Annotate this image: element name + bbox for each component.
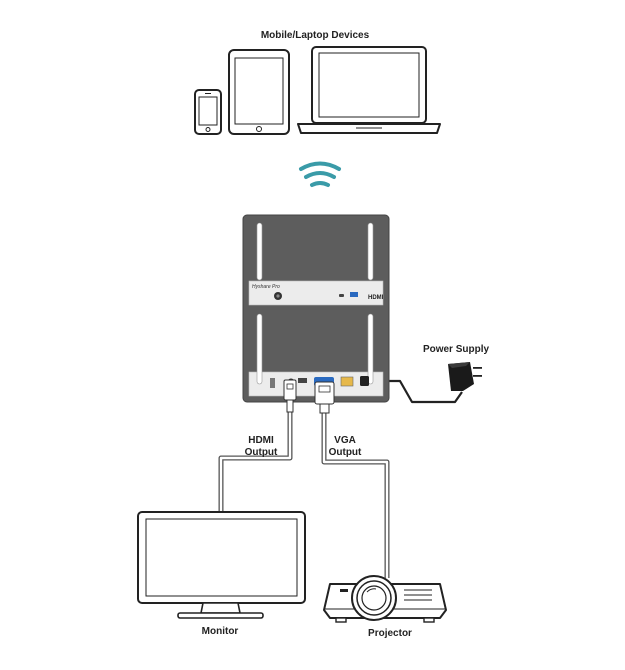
vga-output-label-line1: VGA [334,435,356,446]
dc-connector [360,376,369,386]
power-adapter-icon [448,362,482,391]
hdmi-output-label-line2: Output [244,447,278,458]
hdmi-output-label-line1: HDMI [248,435,274,446]
power-supply-label: Power Supply [422,344,490,355]
monitor-label: Monitor [201,626,239,637]
vga-output-label-line2: Output [328,447,362,458]
presentation-switcher-device: Hyshare Pro HDMI [242,214,390,414]
device-brand-mark: Hyshare Pro [252,284,280,290]
hdmi-logo: HDMI [368,295,384,301]
devices-label: Mobile/Laptop Devices [260,30,370,41]
usb-port-rear [298,378,307,383]
phone-icon [194,89,222,135]
projector-icon [323,575,447,623]
hdmi-cable-core [219,410,292,512]
hdmi-output-label: HDMI Output [236,435,286,459]
antenna-base-left [270,378,275,388]
hdmi-cable [218,410,293,512]
hdmi-connector [283,379,297,413]
vga-connector [314,381,335,414]
usb-c-port [339,294,344,297]
laptop-icon [297,46,441,134]
vga-cable-core [322,412,389,578]
antenna-icon [256,222,374,385]
projector-label: Projector [368,628,412,639]
lan-port [340,376,354,387]
vga-output-label: VGA Output [320,435,370,459]
wifi-icon [299,161,341,187]
usb-port-top [350,292,358,297]
monitor-icon [137,511,306,619]
tablet-icon [228,49,290,135]
